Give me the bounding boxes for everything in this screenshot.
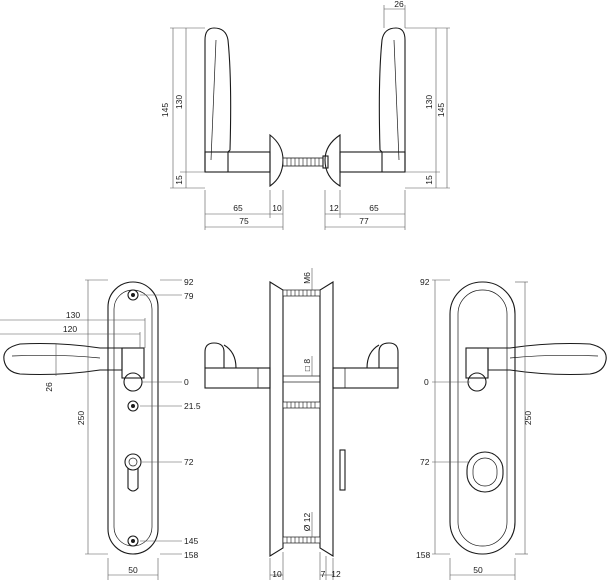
dim-bl-250: 250	[76, 411, 86, 425]
dim-bl-21-5: 21.5	[184, 401, 201, 411]
dim-right-26: 26	[394, 0, 404, 9]
dim-left-130: 130	[174, 95, 184, 109]
dim-bl-92: 92	[184, 277, 194, 287]
dim-bl-120: 120	[63, 324, 77, 334]
dim-bc-10: 10	[272, 569, 282, 579]
dim-br-158: 158	[416, 550, 430, 560]
dim-bl-145: 145	[184, 536, 198, 546]
dim-bl-50: 50	[128, 565, 138, 575]
dim-right-145: 145	[436, 103, 446, 117]
dim-bc-dia12: Ø 12	[302, 513, 312, 532]
bottom-left-plate-view	[0, 279, 182, 580]
dim-right-77: 77	[359, 216, 369, 226]
dim-left-65: 65	[233, 203, 243, 213]
dim-br-0: 0	[424, 377, 429, 387]
dim-left-75: 75	[239, 216, 249, 226]
dim-br-50: 50	[473, 565, 483, 575]
dim-br-92: 92	[420, 277, 430, 287]
dim-br-250: 250	[523, 411, 533, 425]
dim-bl-26: 26	[44, 382, 54, 392]
dim-right-12: 12	[329, 203, 339, 213]
top-right-handle-view	[322, 5, 450, 230]
dim-bl-158: 158	[184, 550, 198, 560]
dim-left-145: 145	[160, 103, 170, 117]
dim-right-130: 130	[424, 95, 434, 109]
bottom-right-plate-view	[432, 279, 607, 580]
dim-bl-130: 130	[66, 310, 80, 320]
dim-bc-12: 12	[331, 569, 341, 579]
bottom-center-section-view	[204, 268, 399, 580]
dim-bl-72: 72	[184, 457, 194, 467]
dim-bl-0: 0	[184, 377, 189, 387]
dim-br-72: 72	[420, 457, 430, 467]
dim-right-15: 15	[424, 175, 434, 185]
dim-bl-79: 79	[184, 291, 194, 301]
dim-right-65: 65	[369, 203, 379, 213]
top-left-handle-view	[170, 27, 324, 230]
dim-left-15: 15	[174, 175, 184, 185]
dim-left-10: 10	[272, 203, 282, 213]
dim-bc-square8: □ 8	[302, 359, 312, 371]
dim-bc-m6: M6	[302, 272, 312, 284]
dim-bc-7: 7	[321, 569, 326, 579]
